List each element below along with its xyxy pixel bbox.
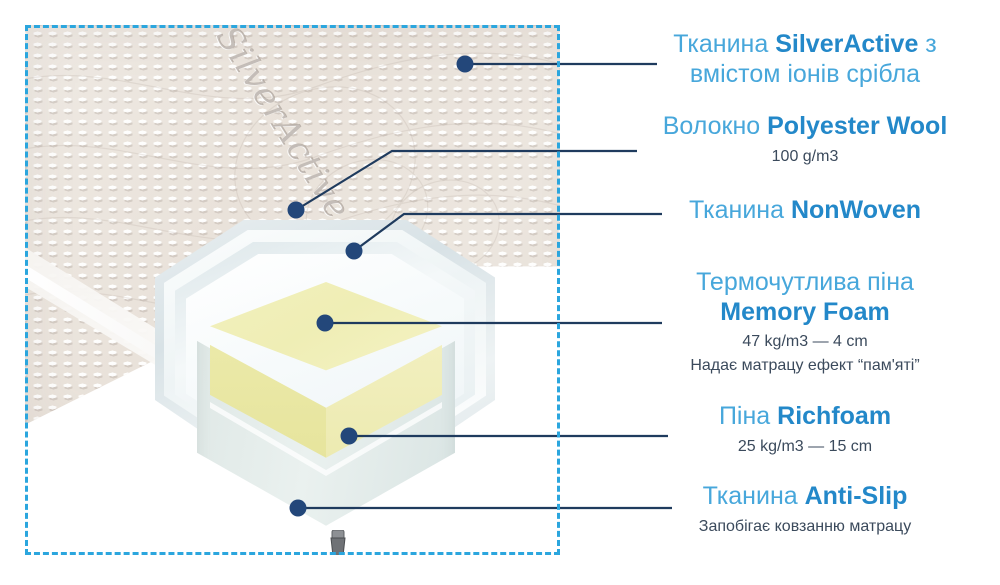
callout-anti-slip: Тканина Anti-Slip Запобігає ковзанню мат… bbox=[610, 482, 1000, 537]
callout-anti-slip-note: Запобігає ковзанню матрацу bbox=[698, 517, 912, 535]
callout-richfoam-heading: Піна Richfoam bbox=[610, 402, 1000, 432]
callout-memory-foam-brand: Memory Foam bbox=[720, 297, 890, 326]
callout-nonwoven: Тканина NonWoven bbox=[610, 196, 1000, 226]
zipper-pull-icon bbox=[330, 530, 346, 555]
callout-silveractive-line2: вмістом іонів срібла bbox=[689, 59, 921, 88]
callout-memory-foam-spec: 47 kg/m3 — 4 cm bbox=[742, 333, 868, 350]
callout-richfoam-spec: 25 kg/m3 — 15 cm bbox=[737, 437, 873, 455]
cutaway-layer-stack bbox=[155, 210, 495, 540]
callout-richfoam-brand: Richfoam bbox=[777, 402, 892, 430]
callout-polyester-wool-brand: Polyester Wool bbox=[767, 112, 948, 140]
callout-richfoam-prefix: Піна bbox=[718, 402, 778, 430]
callout-polyester-wool-prefix: Волокно bbox=[662, 112, 768, 140]
callout-memory-foam-heading-line2: Memory Foam bbox=[610, 298, 1000, 328]
callout-richfoam: Піна Richfoam 25 kg/m3 — 15 cm bbox=[610, 402, 1000, 457]
callout-nonwoven-brand: NonWoven bbox=[790, 196, 922, 224]
callout-silveractive-brand: SilverActive bbox=[775, 30, 919, 58]
callout-memory-foam: Термочутлива піна Memory Foam 47 kg/m3 —… bbox=[610, 268, 1000, 376]
callout-silveractive-prefix: Тканина bbox=[673, 30, 776, 58]
callout-anti-slip-heading: Тканина Anti-Slip bbox=[610, 482, 1000, 512]
callout-anti-slip-brand: Anti-Slip bbox=[804, 482, 908, 510]
mattress-illustration: SilverActive bbox=[25, 25, 560, 555]
callout-memory-foam-note: Надає матрацу ефект “пам'яті” bbox=[690, 356, 920, 374]
callout-nonwoven-heading: Тканина NonWoven bbox=[610, 196, 1000, 226]
callout-anti-slip-prefix: Тканина bbox=[702, 482, 805, 510]
callout-silveractive-suffix: з bbox=[918, 30, 937, 58]
callout-nonwoven-prefix: Тканина bbox=[688, 196, 791, 224]
callout-polyester-wool-spec: 100 g/m3 bbox=[771, 147, 839, 165]
callout-polyester-wool: Волокно Polyester Wool 100 g/m3 bbox=[610, 112, 1000, 167]
callout-polyester-wool-heading: Волокно Polyester Wool bbox=[610, 112, 1000, 142]
callout-memory-foam-heading-line1: Термочутлива піна bbox=[696, 268, 914, 296]
